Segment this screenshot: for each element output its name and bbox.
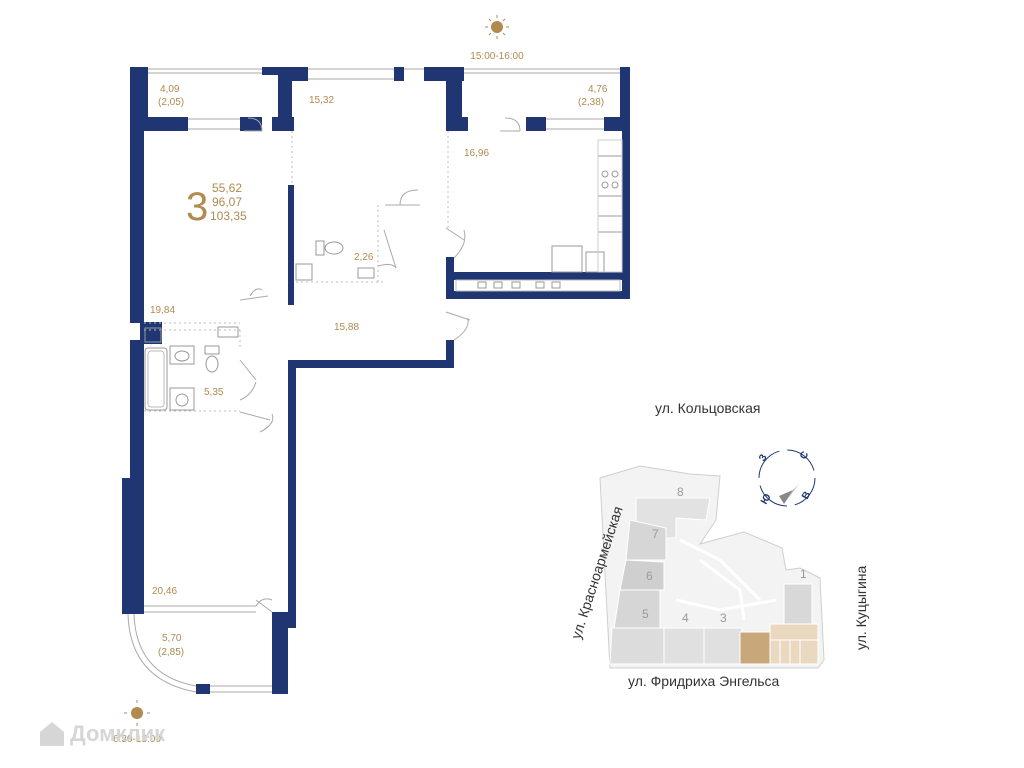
compass-south: Ю — [759, 492, 774, 506]
room-area-hall: 15,88 — [334, 322, 359, 333]
room-area-balcony-nw: 4,09 — [160, 84, 180, 95]
street-north: ул. Кольцовская — [655, 400, 760, 416]
room-area-kitchen: 16,96 — [464, 148, 489, 159]
room-area-bathroom: 5,35 — [204, 387, 224, 398]
toilet-icon — [204, 345, 220, 373]
room-area-living: 19,84 — [150, 305, 175, 316]
site-plan: 8 7 6 5 4 3 1 — [599, 465, 825, 669]
room-separators — [144, 131, 449, 412]
sink-icon — [169, 345, 195, 365]
room-area-balcony-sw-sub: (2,85) — [158, 647, 184, 658]
kitchen-stove-icon — [551, 139, 623, 273]
sun-bottom-icon — [124, 700, 150, 726]
building-7: 7 — [652, 527, 659, 541]
compass-rose: С Ю З В — [757, 449, 816, 507]
area-total: 96,07 — [212, 195, 242, 209]
room-area-balcony-ne: 4,76 — [588, 84, 608, 95]
room-area-bedroom: 20,46 — [152, 586, 177, 597]
building-6: 6 — [646, 569, 653, 583]
compass-east: В — [800, 490, 813, 502]
building-4: 4 — [682, 611, 689, 625]
building-1: 1 — [800, 567, 807, 581]
area-living: 55,62 — [212, 181, 242, 195]
small-bath-toilet-icon — [295, 240, 375, 281]
room-area-balcony-sw: 5,70 — [162, 633, 182, 644]
compass-north: С — [798, 450, 811, 462]
room-area-center-top: 15,32 — [309, 95, 334, 106]
washing-machine-icon — [169, 387, 195, 411]
area-with-balcony: 103,35 — [210, 209, 247, 223]
building-5: 5 — [642, 607, 649, 621]
walls — [122, 67, 630, 694]
street-south: ул. Фридриха Энгельса — [628, 673, 780, 689]
bathtub-icon — [144, 347, 168, 411]
doors — [239, 117, 521, 613]
room-area-balcony-ne-sub: (2,38) — [578, 97, 604, 108]
highlight-section — [739, 631, 771, 665]
watermark-logo: Домклик — [40, 721, 166, 746]
boiler-icon — [144, 326, 239, 343]
rooms-count: 3 — [186, 185, 208, 229]
storage-cabinets-icon — [455, 279, 621, 292]
sun-bottom-time: 6:30-13:00 — [113, 734, 161, 745]
windows — [127, 68, 620, 693]
room-area-balcony-nw-sub: (2,05) — [158, 97, 184, 108]
building-3: 3 — [720, 611, 727, 625]
watermark-text: Домклик — [70, 721, 166, 746]
sun-top-time: 15:00-16:00 — [470, 51, 524, 62]
compass-west: З — [757, 453, 770, 464]
building-8: 8 — [677, 485, 684, 499]
street-east: ул. Куцыгина — [853, 565, 869, 650]
sun-top-icon — [485, 15, 509, 39]
room-area-bathroom-small: 2,26 — [354, 252, 374, 263]
